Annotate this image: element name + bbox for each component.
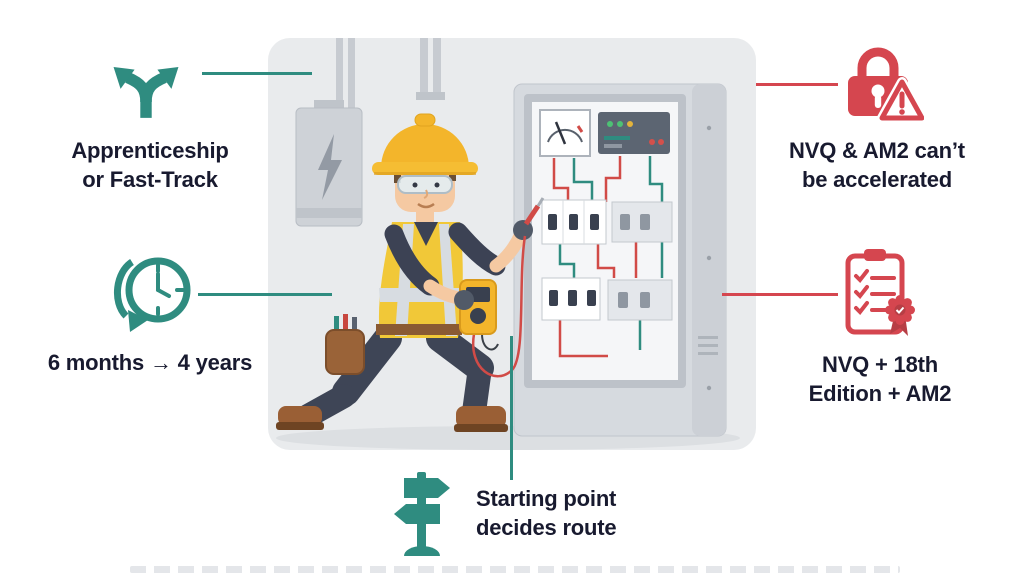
callout-starting-point-line2: decides route: [476, 514, 617, 540]
tool-pouch: [325, 329, 365, 375]
callout-apprenticeship-label: Apprenticeship or Fast-Track: [30, 137, 270, 194]
clipboard-award-icon: [845, 249, 915, 336]
callout-duration-line1: 6 months → 4 years: [47, 350, 253, 375]
cropped-bottom-text: [130, 566, 900, 573]
test-probe: [523, 204, 541, 226]
arms: [384, 197, 545, 305]
connector-starting-point: [510, 336, 513, 480]
callout-qualifications-label: NVQ + 18th Edition + AM2: [766, 351, 994, 408]
breaker-row-top: [541, 199, 673, 245]
warning-triangle-icon: [877, 77, 924, 123]
multimeter-dial: [470, 308, 486, 324]
tool-belt: [325, 314, 462, 375]
right-glove: [513, 220, 533, 240]
callout-qualifications-line2: Edition + AM2: [808, 380, 952, 406]
breaker-row-bottom: [541, 277, 673, 321]
electrician: [276, 113, 545, 432]
callout-apprenticeship-line2: or Fast-Track: [82, 166, 218, 192]
callout-qualifications-line1: NVQ + 18th: [822, 352, 938, 377]
multimeter: [454, 235, 527, 378]
electrical-cabinet: [513, 83, 727, 437]
control-module: [598, 112, 670, 154]
shirt-neck: [414, 222, 438, 246]
back-boot: [278, 406, 322, 426]
callout-apprenticeship-line1: Apprenticeship: [71, 138, 229, 163]
front-boot: [456, 406, 506, 428]
connector-apprenticeship: [202, 72, 312, 75]
callout-nvq-warning-label: NVQ & AM2 can’t be accelerated: [760, 137, 994, 194]
head: [372, 113, 478, 222]
callout-starting-point-label: Starting point decides route: [476, 485, 696, 542]
smile: [417, 202, 435, 209]
connector-duration: [198, 293, 332, 296]
left-glove: [454, 290, 474, 310]
meter-box: [295, 100, 363, 227]
callout-nvq-warning-line2: be accelerated: [801, 166, 953, 192]
safety-glasses: [397, 175, 453, 194]
signpost-icon: [394, 472, 450, 556]
connector-qualifications: [722, 293, 838, 296]
conduit-pipes: [336, 38, 445, 110]
fork-arrows-icon: [113, 66, 179, 118]
central-illustration: [268, 38, 756, 450]
clock-icon: [113, 257, 191, 332]
callout-starting-point-line1: Starting point: [476, 486, 617, 511]
lightning-bolt-icon: [318, 134, 342, 200]
callout-nvq-warning-line1: NVQ & AM2 can’t: [789, 138, 965, 163]
door-vents: [698, 336, 718, 355]
legs: [276, 324, 508, 432]
award-rosette-icon: [885, 295, 915, 336]
hard-hat: [372, 113, 478, 175]
connector-nvq-warning: [756, 83, 838, 86]
analog-meter: [539, 109, 591, 157]
callout-duration-label: 6 months → 4 years: [10, 349, 290, 378]
lock-warning-icon: [848, 47, 924, 123]
